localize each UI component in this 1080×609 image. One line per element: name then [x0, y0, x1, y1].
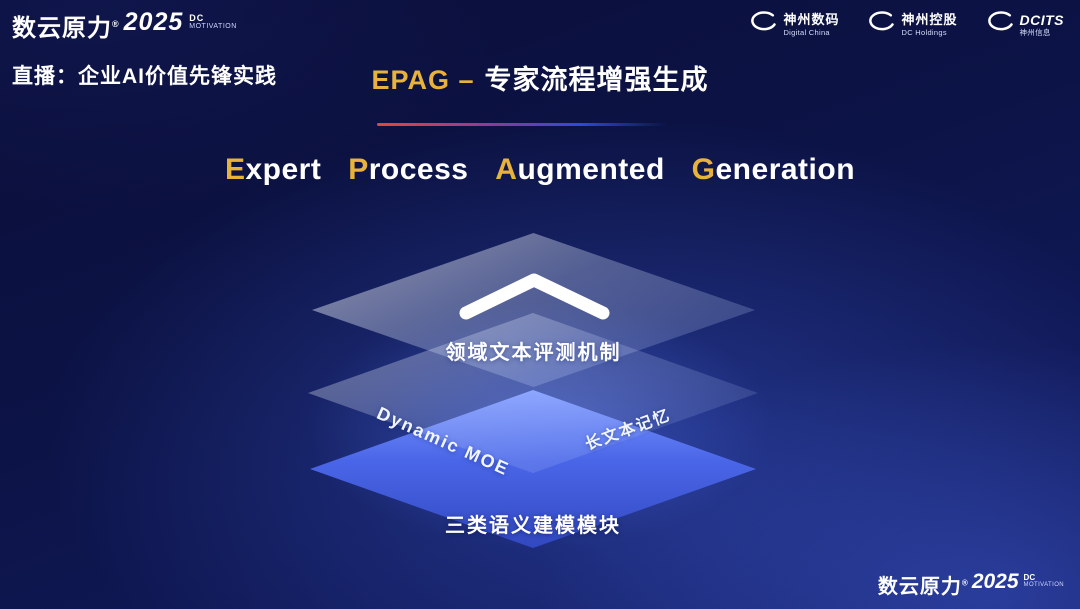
english-title: Expert Process Augmented Generation: [224, 153, 856, 186]
partner-dc-holdings: 神州控股 DC Holdings: [865, 10, 957, 39]
slide-title-text: 专家流程增强生成: [484, 65, 709, 95]
partner-logos: 神州数码 Digital China 神州控股 DC Holdings DCIT…: [747, 10, 1064, 39]
bottom-layer-label: 三类语义建模模块: [445, 515, 621, 537]
slide-title-acronym: EPAG –: [371, 65, 475, 95]
chevron-up-icon: [452, 268, 617, 323]
swoosh-icon: [984, 10, 1014, 39]
brand-logo: 数云原力® 2025 DC MOTIVATION: [12, 8, 237, 43]
partner-digital-china: 神州数码 Digital China: [747, 10, 839, 39]
registered-mark: ®: [112, 19, 120, 29]
brand-year: 2025: [123, 8, 184, 36]
registered-mark: ®: [961, 578, 969, 588]
live-stream-label: 直播：企业AI价值先锋实践: [12, 65, 277, 88]
brand-subtitle: DC MOTIVATION: [189, 13, 237, 31]
gradient-divider: [377, 123, 667, 126]
slide-title: EPAG – 专家流程增强生成: [371, 58, 708, 97]
footer-brand-logo: 数云原力® 2025 DC MOTIVATION: [877, 570, 1064, 598]
swoosh-icon: [865, 10, 895, 39]
brand-name: 数云原力®: [12, 15, 120, 42]
partner-dcits: DCITS 神州信息: [984, 10, 1065, 39]
swoosh-icon: [747, 10, 777, 39]
top-layer-label: 领域文本评测机制: [445, 342, 622, 364]
